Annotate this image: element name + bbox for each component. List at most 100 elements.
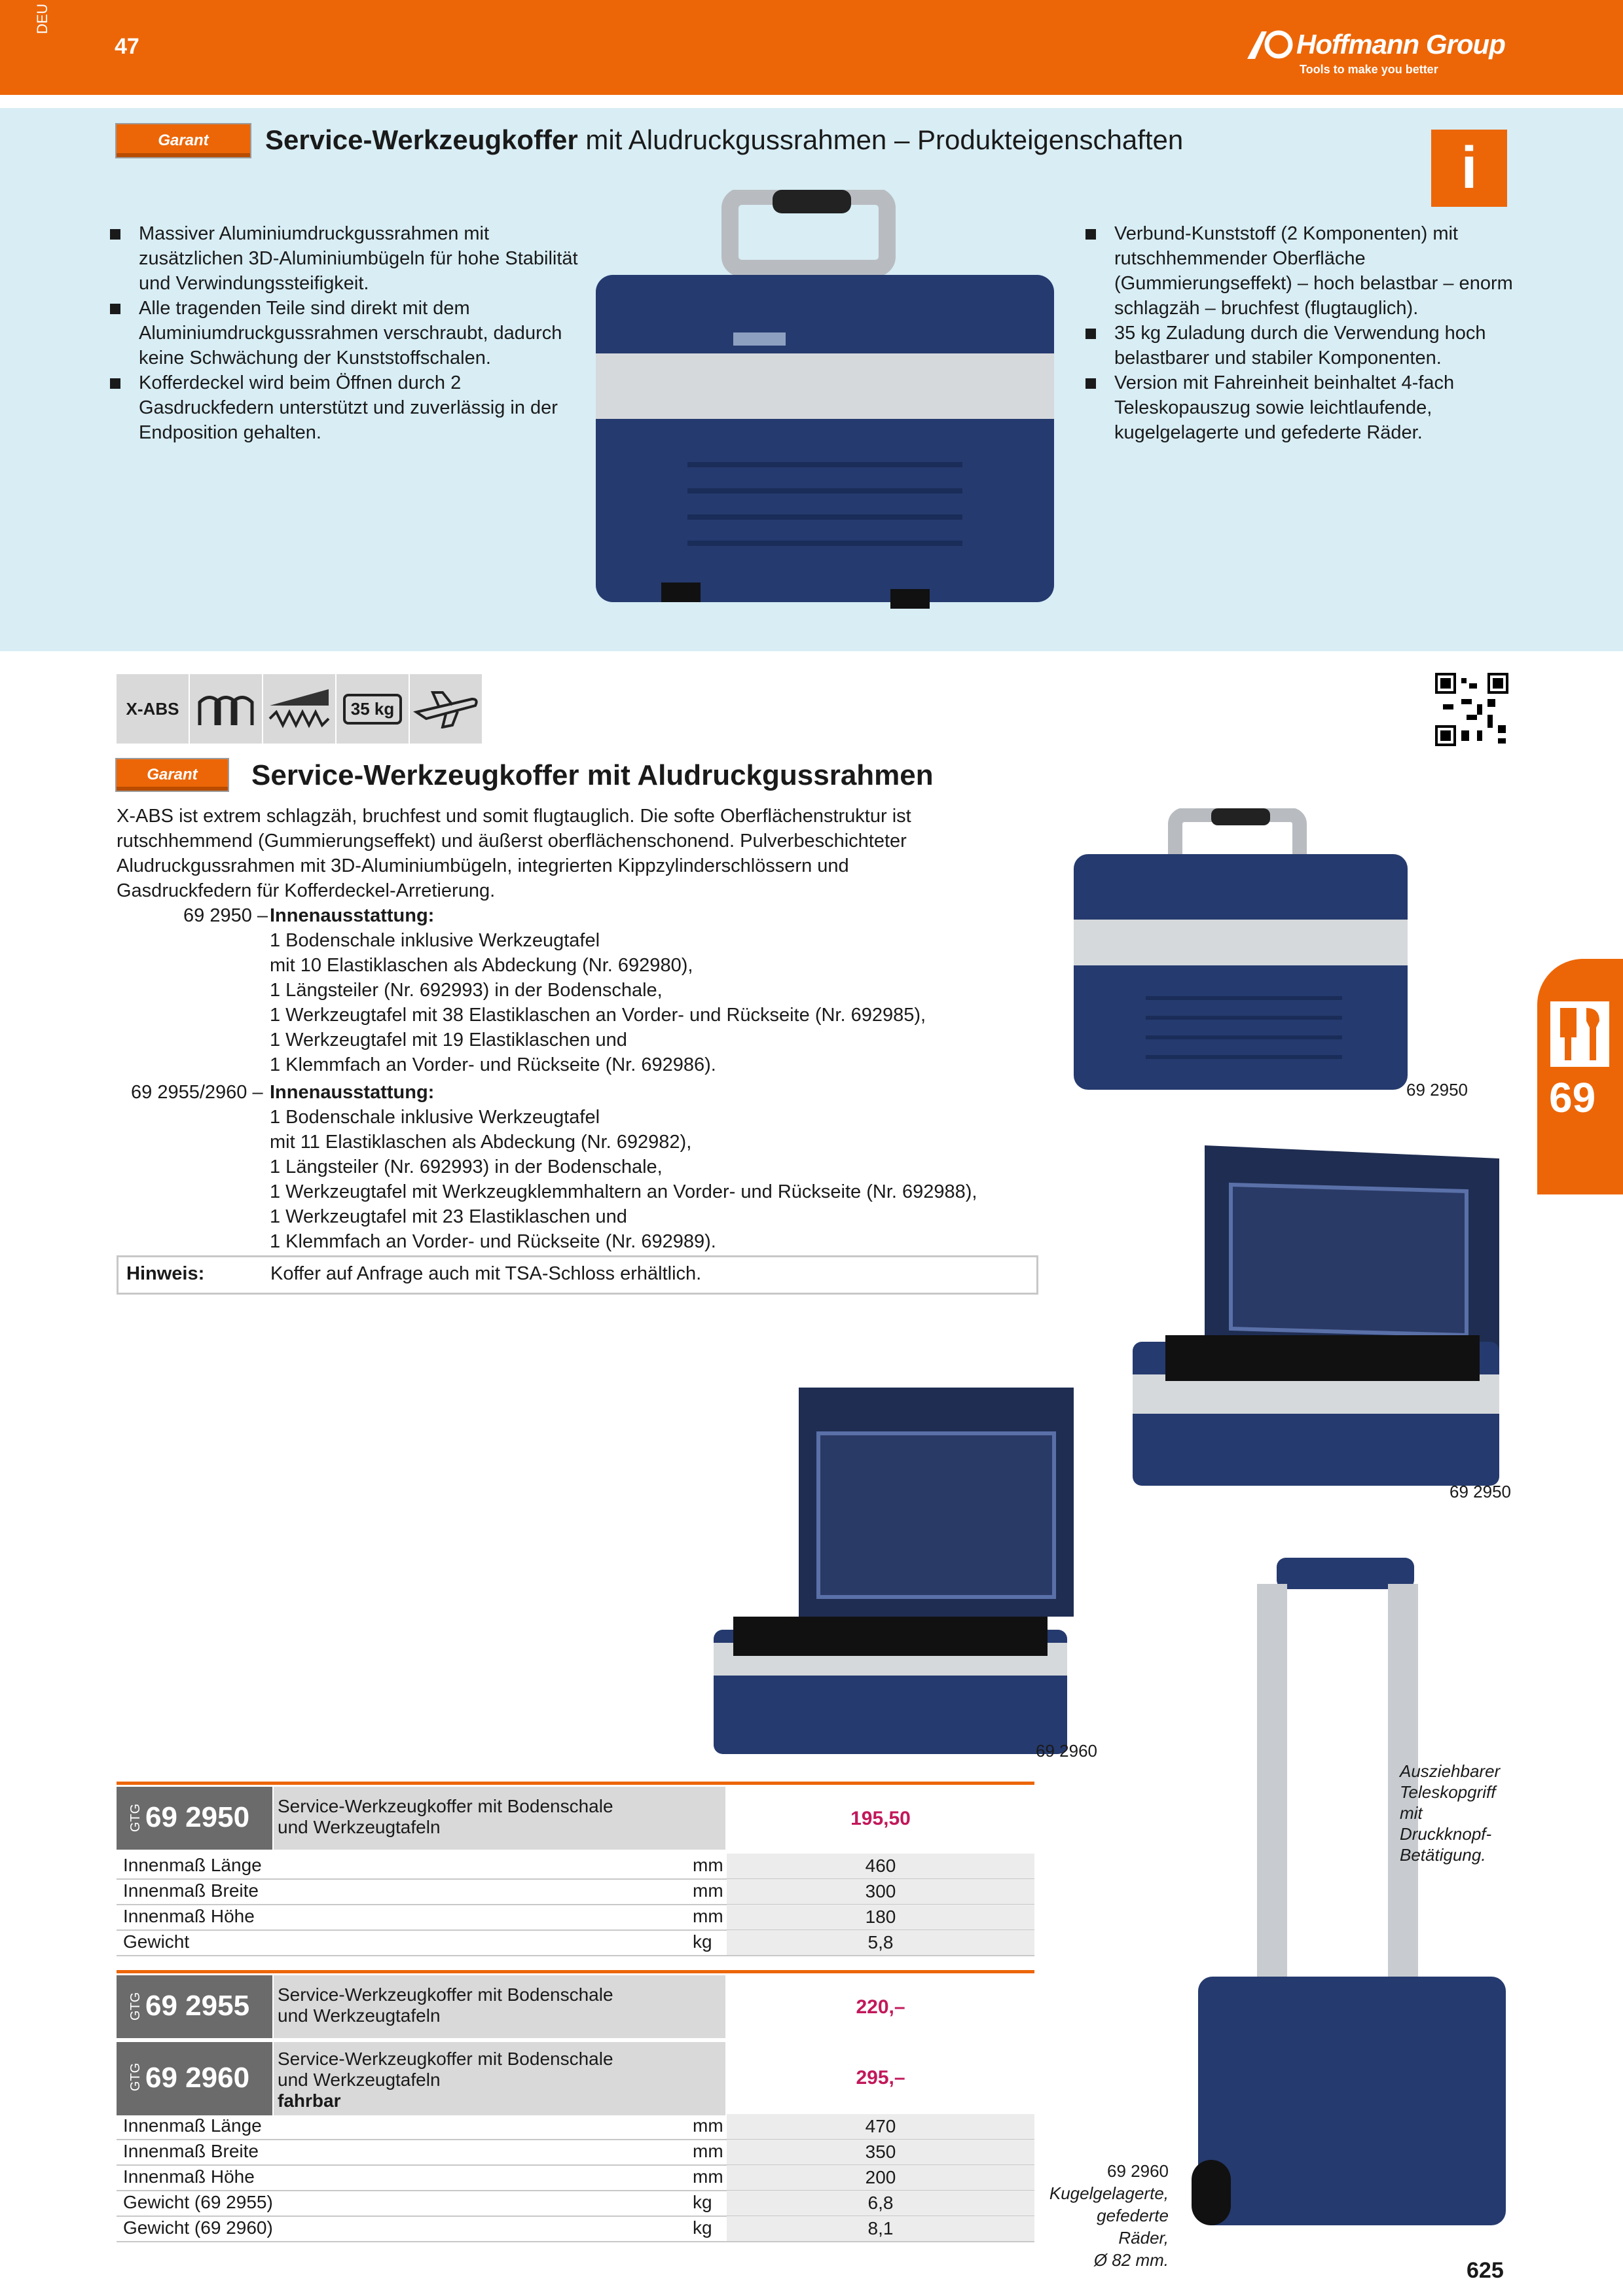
variant-line: 1 Klemmfach an Vorder- und Rückseite (Nr…	[270, 1054, 716, 1075]
gtg-label: GTG	[128, 1803, 143, 1833]
case-image	[1074, 808, 1408, 1090]
material-icon: X-ABS	[117, 674, 189, 744]
variant-line: 1 Längsteiler (Nr. 692993) in der Bodens…	[270, 1157, 663, 1177]
variant-line: 1 Werkzeugtafel mit 38 Elastiklaschen an…	[270, 1005, 926, 1026]
note-line: mit	[1400, 1803, 1423, 1823]
variant-line: 1 Werkzeugtafel mit 19 Elastiklaschen un…	[270, 1030, 627, 1050]
info-bullet: Version mit Fahreinheit beinhaltet 4-fac…	[1085, 370, 1518, 445]
image-caption: 69 2950	[1406, 1080, 1468, 1100]
page-number: 625	[1467, 2258, 1504, 2283]
article-number: 69 2960	[145, 2062, 250, 2094]
caption-line: 69 2960	[1107, 2161, 1169, 2181]
article-desc: und Werkzeugtafeln	[278, 2070, 441, 2090]
variant-number: 69 2955/2960 –	[131, 1082, 263, 1103]
variant-line: 1 Werkzeugtafel mit Werkzeugklemmhaltern…	[270, 1181, 977, 1202]
variant-line: 1 Längsteiler (Nr. 692993) in der Bodens…	[270, 980, 663, 1001]
garant-badge: Garant	[115, 123, 251, 158]
info-bullet: Alle tragenden Teile sind direkt mit dem…	[110, 296, 581, 370]
trolley-note: Ausziehbarer Teleskopgriff mit Druckknop…	[1400, 1761, 1500, 1865]
variant-line: mit 10 Elastiklaschen als Abdeckung (Nr.…	[270, 955, 693, 976]
case-image	[596, 190, 1054, 609]
desc-line: Gasdruckfedern für Kofferdeckel-Arretier…	[117, 880, 496, 901]
article-desc-box: Service-Werkzeugkoffer mit Bodenschale u…	[274, 2042, 725, 2115]
info-icon: i	[1431, 130, 1507, 207]
article-desc: Service-Werkzeugkoffer mit Bodenschale	[278, 1984, 613, 2005]
wrench-screwdriver-icon	[1550, 1001, 1609, 1067]
note-line: Betätigung.	[1400, 1845, 1486, 1865]
article-desc: und Werkzeugtafeln	[278, 1817, 441, 1837]
variant-line: 1 Werkzeugtafel mit 23 Elastiklaschen un…	[270, 1206, 627, 1227]
note-line: Ausziehbarer	[1400, 1761, 1501, 1781]
chapter-number: 69	[1549, 1074, 1596, 1121]
desc-line: X-ABS ist extrem schlagzäh, bruchfest un…	[117, 806, 911, 827]
article-price: 195,50	[850, 1808, 911, 1829]
qr-code-icon	[1435, 673, 1508, 746]
hinweis-text: Koffer auf Anfrage auch mit TSA-Schloss …	[270, 1263, 702, 1284]
chapter-tab	[1537, 959, 1623, 1194]
image-caption: 69 2950	[1450, 1482, 1511, 1501]
note-line: Druckknopf-	[1400, 1824, 1492, 1844]
product-description: X-ABS ist extrem schlagzäh, bruchfest un…	[117, 804, 1007, 903]
variant-heading: Innenausstattung:	[270, 1082, 435, 1103]
caption-line: Ø 82 mm.	[1093, 2250, 1169, 2270]
header-bar	[0, 0, 1623, 95]
hinweis-label: Hinweis:	[126, 1263, 205, 1284]
variant-number: 69 2950 –	[183, 905, 268, 926]
caption-line: gefederte Räder,	[1097, 2206, 1169, 2248]
info-bullet: Massiver Aluminiumdruckgussrahmen mit zu…	[110, 221, 581, 296]
garant-badge: Garant	[115, 758, 229, 792]
table-divider	[117, 1970, 1034, 1973]
chapter-label: 47	[115, 34, 139, 59]
article-desc: fahrbar	[278, 2090, 341, 2111]
image-caption: 69 2960	[1036, 1741, 1097, 1761]
product-title: Service-Werkzeugkoffer mit Aludruckgussr…	[251, 759, 934, 791]
article-number: 69 2950	[145, 1801, 250, 1833]
desc-line: rutschhemmend (Gummierungseffekt) und äu…	[117, 831, 907, 852]
airplane-icon	[410, 674, 482, 744]
article-desc: Service-Werkzeugkoffer mit Bodenschale	[278, 1796, 613, 1816]
logo-text: Hoffmann Group	[1296, 29, 1506, 60]
note-line: Teleskopgriff	[1400, 1782, 1496, 1802]
trolley-caption: 69 2960 Kugelgelagerte, gefederte Räder,…	[1048, 2160, 1169, 2271]
info-left-list: Massiver Aluminiumdruckgussrahmen mit zu…	[110, 221, 581, 445]
gtg-label: GTG	[128, 1992, 143, 2021]
article-number: 69 2955	[145, 1990, 250, 2022]
frame-icon	[190, 674, 262, 744]
info-bullet: Kofferdeckel wird beim Öffnen durch 2 Ga…	[110, 370, 581, 445]
gtg-label: GTG	[128, 2062, 143, 2092]
variant-line: 1 Bodenschale inklusive Werkzeugtafel	[270, 1107, 600, 1128]
variant-line: mit 11 Elastiklaschen als Abdeckung (Nr.…	[270, 1132, 692, 1153]
hinweis-box: Hinweis: Koffer auf Anfrage auch mit TSA…	[117, 1255, 1038, 1295]
variant-line: 1 Klemmfach an Vorder- und Rückseite (Nr…	[270, 1231, 716, 1252]
variant-heading: Innenausstattung:	[270, 905, 435, 926]
article-number-box: GTG 69 2960	[117, 2042, 272, 2115]
article-desc: und Werkzeugtafeln	[278, 2005, 441, 2026]
gas-spring-icon	[263, 674, 335, 744]
article-price: 220,–	[856, 1996, 905, 2018]
feature-icons: X-ABS 35 kg	[117, 674, 482, 744]
language-label: DEU	[34, 3, 50, 34]
logo-tagline: Tools to make you better	[1300, 63, 1438, 76]
desc-line: Aludruckgussrahmen mit 3D-Aluminiumbügel…	[117, 855, 849, 876]
weight-label: 35 kg	[342, 693, 403, 725]
open-case-image	[1133, 1145, 1499, 1486]
info-title: Service-Werkzeugkoffer mit Aludruckgussr…	[265, 124, 1184, 155]
hoffmann-logo-icon	[1247, 30, 1293, 59]
info-bullet: Verbund-Kunststoff (2 Komponenten) mit r…	[1085, 221, 1518, 321]
open-case-image	[714, 1388, 1074, 1754]
article-number-box: GTG 69 2950	[117, 1787, 272, 1850]
article-desc: Service-Werkzeugkoffer mit Bodenschale	[278, 2049, 613, 2069]
table-divider	[117, 1782, 1034, 1785]
article-desc-box: Service-Werkzeugkoffer mit Bodenschale u…	[274, 1975, 725, 2038]
article-desc-box: Service-Werkzeugkoffer mit Bodenschale u…	[274, 1787, 725, 1850]
info-right-list: Verbund-Kunststoff (2 Komponenten) mit r…	[1085, 221, 1518, 445]
article-price: 295,–	[856, 2067, 905, 2089]
